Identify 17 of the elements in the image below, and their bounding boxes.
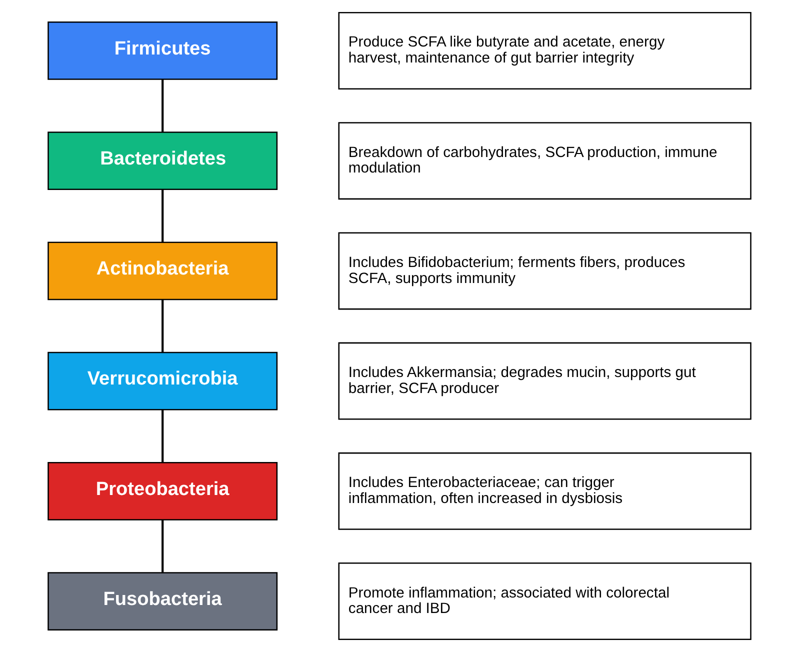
node-box: Fusobacteria <box>47 572 278 631</box>
node-box: Includes Akkermansia; degrades mucin, supports gut barrier, SCFA producer <box>338 342 751 420</box>
node-box: Includes Enterobacteriaceae; can trigger inflammation, often increased in dysbiosis <box>338 452 751 530</box>
connector <box>161 520 164 572</box>
connector <box>161 300 164 352</box>
node-box: Produce SCFA like butyrate and acetate, energy harvest, maintenance of gut barrier integrity <box>338 12 751 90</box>
node-box: Verrucomicrobia <box>47 352 278 410</box>
connector <box>161 410 164 462</box>
node-box: Firmicutes <box>47 21 278 80</box>
node-box: Promote inflammation; associated with colorectal cancer and IBD <box>338 562 751 640</box>
connector <box>161 189 164 242</box>
node-box: Actinobacteria <box>47 242 278 300</box>
node-box: Breakdown of carbohydrates, SCFA production, immune modulation <box>338 122 751 200</box>
node-box: Proteobacteria <box>47 462 278 520</box>
node-box: Bacteroidetes <box>47 132 278 190</box>
node-box: Includes Bifidobacterium; ferments fibers, produces SCFA, supports immunity <box>338 232 751 310</box>
connector <box>161 79 164 132</box>
